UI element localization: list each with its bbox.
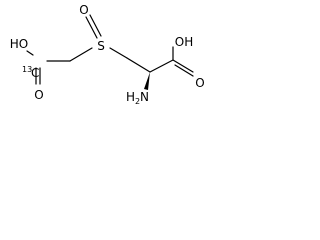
amine-wedge-bond (144, 72, 150, 90)
c13-oh-bond (26, 50, 34, 56)
sulfur-label: S (97, 39, 105, 53)
s-ch2-left-bond (69, 47, 93, 62)
sulfoxide-bond-2 (89, 14, 102, 37)
carbonyl-oxygen-left-label: O (34, 88, 43, 102)
bonds (26, 14, 194, 90)
s-ch2-right-bond (109, 47, 128, 59)
isotope-mass-label: 13 (22, 65, 32, 74)
oxygen-sulfoxide-label: O (79, 3, 88, 17)
alpha-carboxyl-bond (149, 59, 174, 73)
sulfoxide-bond-1 (85, 16, 98, 39)
hydroxyl-right-label: OH (175, 35, 193, 49)
molecule-diagram: O S HO 13 C O OH O H 2 N (10, 3, 205, 106)
carboxyl-co-bond-1 (172, 59, 194, 73)
ch2-alpha-bond (126, 57, 151, 73)
hydroxyl-left-label: HO (10, 37, 28, 51)
amine-h-label: H (126, 90, 135, 104)
atom-labels: O S HO 13 C O OH O H 2 N (10, 3, 205, 106)
amine-subscript-label: 2 (135, 97, 140, 106)
isotope-element-label: C (31, 66, 39, 80)
carbonyl-oxygen-right-label: O (195, 76, 204, 90)
amine-n-label: N (140, 90, 149, 104)
carboxyl-co-bond-2 (174, 64, 194, 77)
